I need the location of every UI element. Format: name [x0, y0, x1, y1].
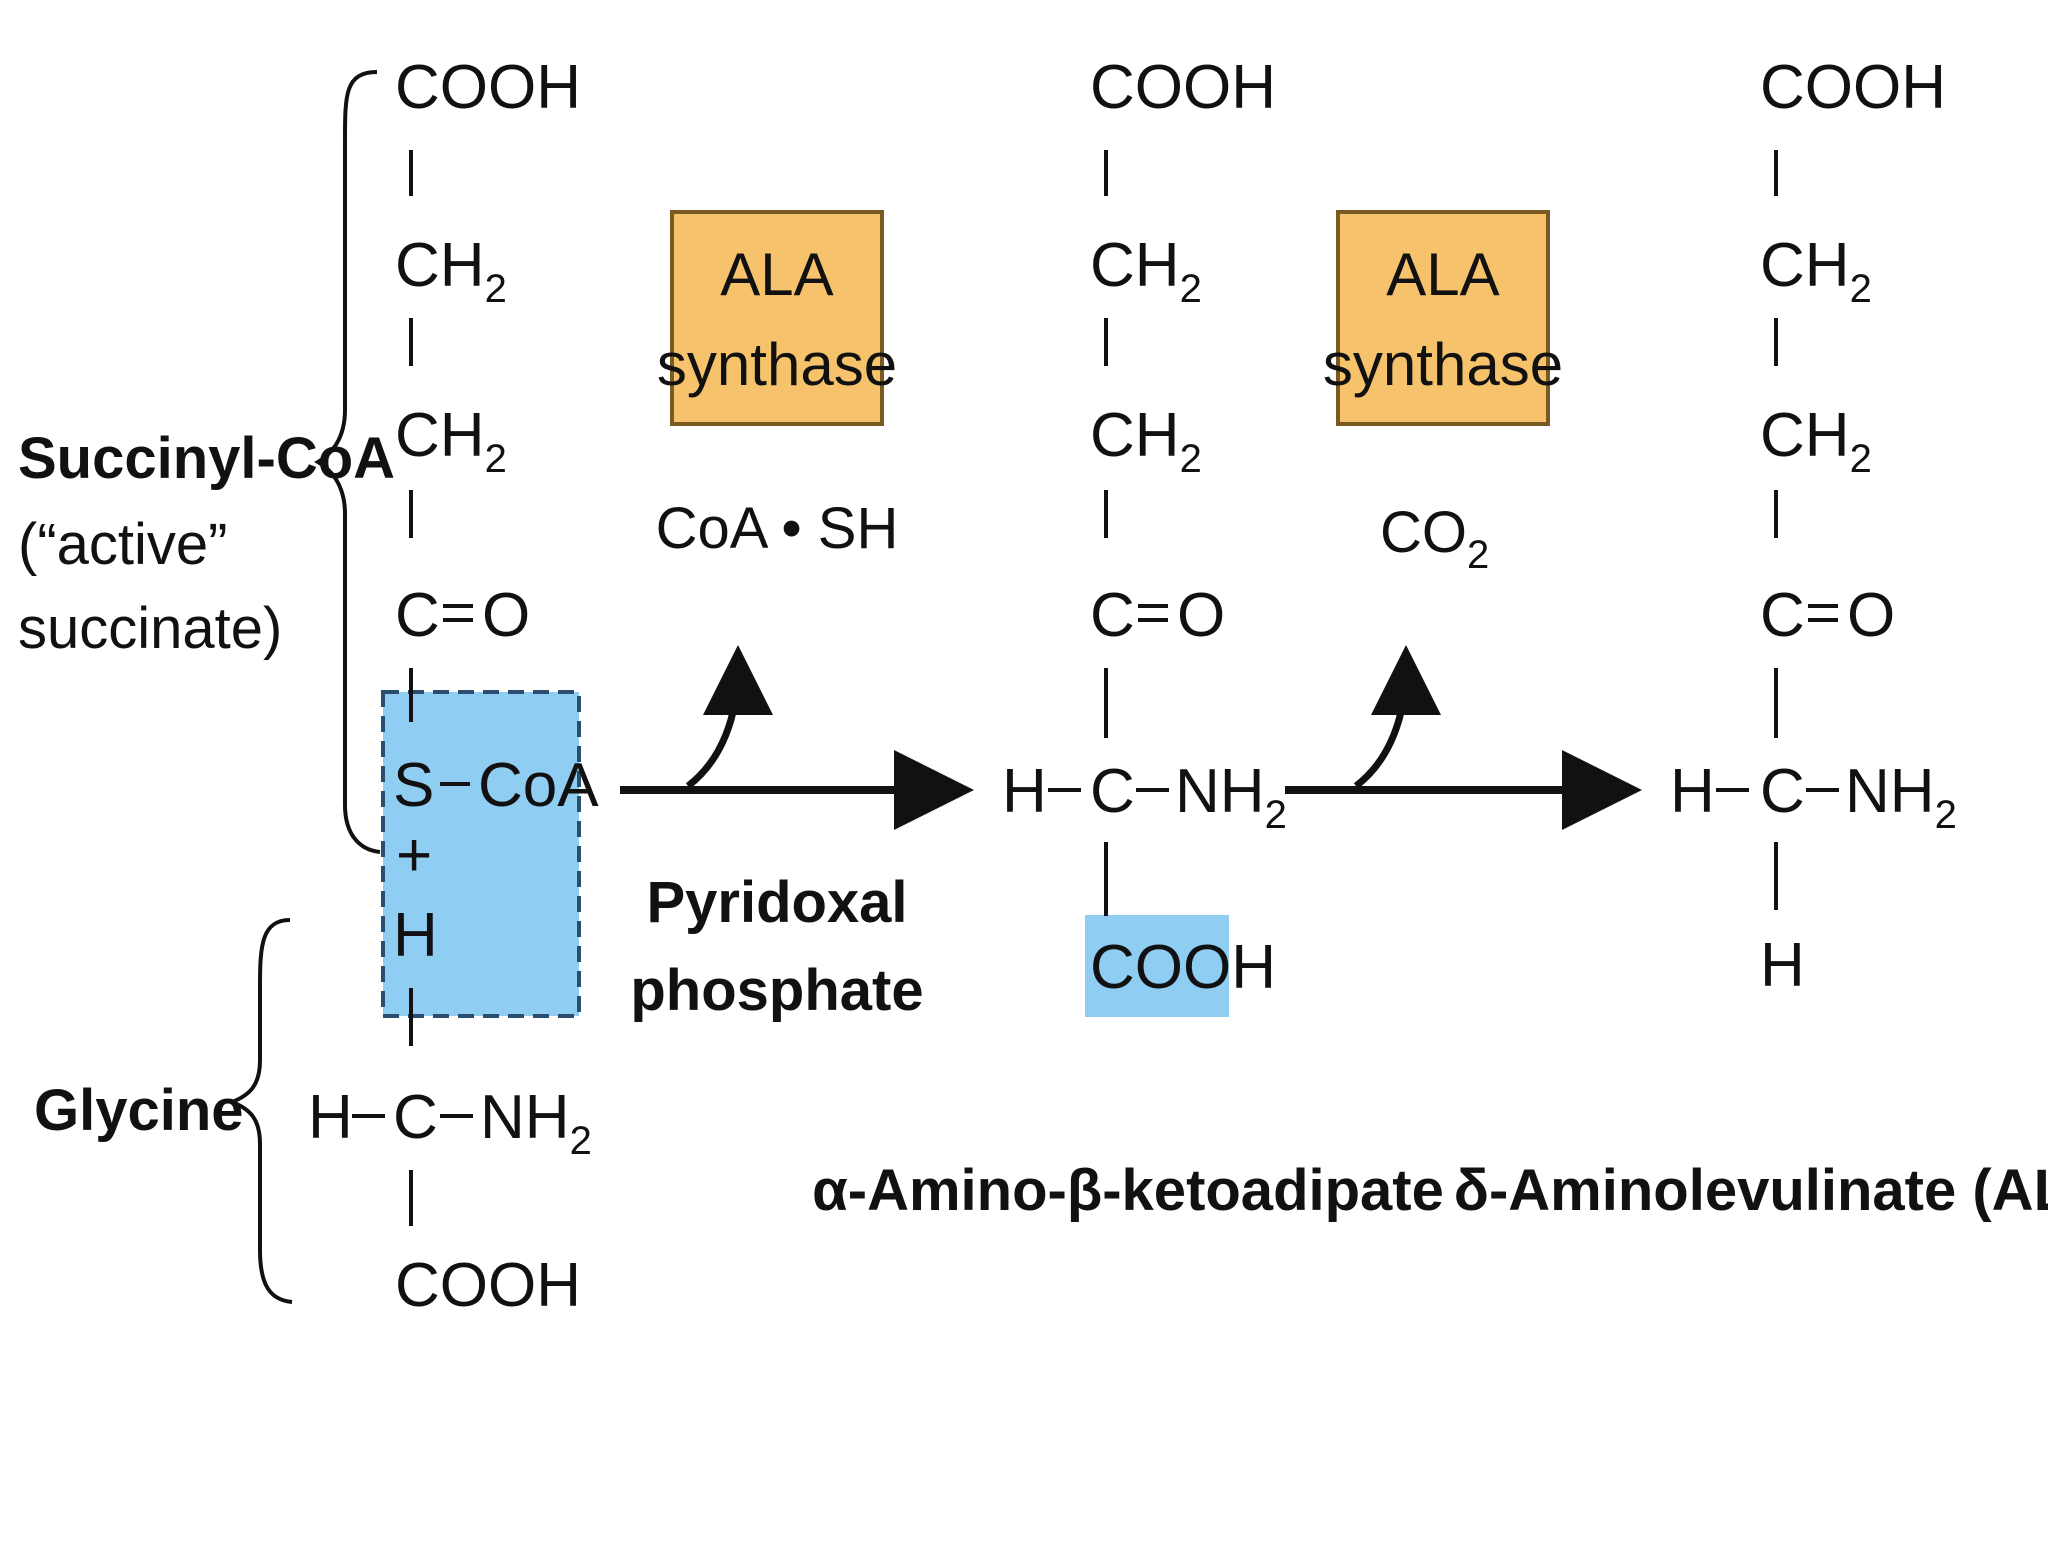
subscript-2: 2	[1180, 437, 1202, 481]
subscript-2: 2	[1265, 793, 1287, 837]
subscript-2: 2	[1180, 267, 1202, 311]
thioester-s: S	[393, 751, 434, 820]
intermediate-name: α-Amino-β-ketoadipate	[812, 1158, 1444, 1223]
intermediate-alpha-c: C	[1090, 757, 1135, 826]
ala-h-left: H	[1670, 757, 1715, 826]
intermediate-carbonyl-o: O	[1177, 581, 1225, 650]
succinate-label: succinate)	[18, 596, 282, 661]
ala-cooh: COOH	[1760, 53, 1946, 122]
succinyl-coa-brace	[314, 70, 381, 854]
atom-nh: NH	[1845, 757, 1935, 826]
enzyme-box-1	[670, 210, 884, 426]
subscript-2: 2	[485, 267, 507, 311]
subscript-2: 2	[1935, 793, 1957, 837]
succinyl-ch2-1: CH2	[395, 231, 507, 311]
atom-ch: CH	[1760, 231, 1850, 300]
intermediate-ch2-1: CH2	[1090, 231, 1202, 311]
active-label: (“active”	[18, 512, 227, 577]
ala-ch2-1: CH2	[1760, 231, 1872, 311]
intermediate-cooh-bottom: COOH	[1090, 933, 1276, 1002]
glycine-brace	[226, 918, 293, 1304]
co2-byproduct: CO2	[1380, 500, 1489, 577]
intermediate-carbonyl-c: C	[1090, 581, 1135, 650]
atom-nh: NH	[480, 1083, 570, 1152]
subscript-2: 2	[485, 437, 507, 481]
ala-alpha-c: C	[1760, 757, 1805, 826]
ala-carbonyl-o: O	[1847, 581, 1895, 650]
succinyl-coa-label: Succinyl-CoA	[18, 426, 395, 491]
cofactor-phosphate: phosphate	[630, 958, 923, 1023]
succinyl-carbonyl-o: O	[482, 581, 530, 650]
subscript-2: 2	[1850, 267, 1872, 311]
decarboxylated-group-highlight	[1085, 915, 1229, 1017]
glycine-alpha-c: C	[393, 1083, 438, 1152]
enzyme-1-line2: synthase	[657, 331, 897, 398]
atom-nh: NH	[1175, 757, 1265, 826]
succinyl-ch2-2: CH2	[395, 401, 507, 481]
co2-subscript: 2	[1467, 533, 1489, 577]
coa-sh-byproduct: CoA • SH	[656, 496, 899, 561]
byproduct-release-arrow-1	[685, 645, 773, 789]
glycine-h-left: H	[308, 1083, 353, 1152]
glycine-h: H	[393, 901, 438, 970]
ala-ch2-2: CH2	[1760, 401, 1872, 481]
glycine-nh2: NH2	[480, 1083, 592, 1163]
ala-h-bottom: H	[1760, 931, 1805, 1000]
atom-ch: CH	[395, 401, 485, 470]
intermediate-h: H	[1002, 757, 1047, 826]
enzyme-box-2	[1336, 210, 1550, 426]
atom-ch: CH	[395, 231, 485, 300]
atom-ch: CH	[1090, 401, 1180, 470]
cofactor-pyridoxal: Pyridoxal	[646, 870, 907, 935]
byproduct-release-arrow-2	[1353, 645, 1441, 789]
atom-ch: CH	[1760, 401, 1850, 470]
enzyme-2-line2: synthase	[1323, 331, 1563, 398]
intermediate-ch2-2: CH2	[1090, 401, 1202, 481]
glycine-cooh: COOH	[395, 1251, 581, 1320]
intermediate-cooh-top: COOH	[1090, 53, 1276, 122]
thioester-coa: CoA	[478, 751, 599, 820]
ala-carbonyl-c: C	[1760, 581, 1805, 650]
co2-text: CO	[1380, 500, 1467, 565]
succinyl-carbonyl-c: C	[395, 581, 440, 650]
subscript-2: 2	[570, 1119, 592, 1163]
succinyl-cooh: COOH	[395, 53, 581, 122]
atom-ch: CH	[1090, 231, 1180, 300]
intermediate-nh2: NH2	[1175, 757, 1287, 837]
ala-nh2: NH2	[1845, 757, 1957, 837]
glycine-label: Glycine	[34, 1078, 244, 1143]
plus-sign: +	[396, 821, 432, 890]
enzyme-1-line1: ALA	[720, 241, 833, 308]
leaving-group-highlight	[381, 690, 581, 1018]
product-name: δ-Aminolevulinate (ALA)	[1454, 1158, 2048, 1223]
enzyme-2-line1: ALA	[1386, 241, 1499, 308]
subscript-2: 2	[1850, 437, 1872, 481]
